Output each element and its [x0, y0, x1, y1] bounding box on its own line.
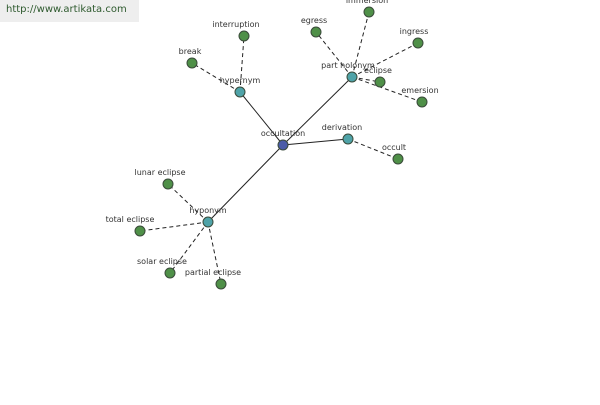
node-circle-hyponym[interactable]	[202, 216, 214, 228]
edge-occultation-to-part-holonym	[282, 76, 353, 146]
edge-occultation-to-hypernym	[239, 91, 284, 146]
node-derivation[interactable]: derivation	[322, 123, 362, 145]
node-circle-ingress[interactable]	[412, 37, 424, 49]
node-circle-derivation[interactable]	[342, 133, 354, 145]
node-label-solar-eclipse: solar eclipse	[137, 257, 187, 266]
node-immersion[interactable]: immersion	[346, 0, 388, 18]
node-circle-immersion[interactable]	[363, 6, 375, 18]
edge-hypernym-to-interruption	[239, 35, 245, 93]
node-circle-solar-eclipse[interactable]	[164, 267, 176, 279]
edge-hyponym-to-lunar-eclipse	[167, 183, 209, 223]
node-circle-egress[interactable]	[310, 26, 322, 38]
edge-part-holonym-to-emersion	[351, 76, 423, 103]
node-circle-interruption[interactable]	[238, 30, 250, 42]
node-total-eclipse[interactable]: total eclipse	[106, 215, 155, 237]
edge-hyponym-to-total-eclipse	[139, 221, 209, 232]
node-circle-partial-eclipse[interactable]	[215, 278, 227, 290]
edge-occultation-to-derivation	[282, 138, 349, 146]
node-circle-lunar-eclipse[interactable]	[162, 178, 174, 190]
node-eclipse[interactable]: eclipse	[364, 66, 392, 88]
node-interruption[interactable]: interruption	[212, 20, 260, 42]
node-part-holonym[interactable]: part holonym	[321, 61, 375, 83]
node-label-ingress: ingress	[400, 27, 429, 36]
node-label-break: break	[179, 47, 202, 56]
node-label-part-holonym: part holonym	[321, 61, 375, 70]
node-emersion[interactable]: emersion	[401, 86, 439, 108]
source-link[interactable]: http://www.artikata.com	[0, 0, 139, 22]
node-label-derivation: derivation	[322, 123, 362, 132]
node-circle-break[interactable]	[186, 57, 198, 69]
node-partial-eclipse[interactable]: partial eclipse	[185, 268, 241, 290]
node-label-hypernym: hypernym	[220, 76, 261, 85]
node-circle-hypernym[interactable]	[234, 86, 246, 98]
node-circle-occult[interactable]	[392, 153, 404, 165]
node-occultation[interactable]: occultation	[261, 129, 305, 151]
node-label-occultation: occultation	[261, 129, 305, 138]
node-lunar-eclipse[interactable]: lunar eclipse	[134, 168, 186, 190]
node-label-emersion: emersion	[401, 86, 438, 95]
edge-occultation-to-hyponym	[207, 144, 284, 223]
node-egress[interactable]: egress	[301, 16, 327, 38]
node-hyponym[interactable]: hyponym	[189, 206, 227, 228]
node-occult[interactable]: occult	[382, 143, 406, 165]
node-label-hyponym: hyponym	[189, 206, 227, 215]
node-label-partial-eclipse: partial eclipse	[185, 268, 241, 277]
node-label-total-eclipse: total eclipse	[106, 215, 155, 224]
node-ingress[interactable]: ingress	[400, 27, 429, 49]
node-label-egress: egress	[301, 16, 327, 25]
edge-part-holonym-to-ingress	[351, 42, 419, 78]
node-circle-total-eclipse[interactable]	[134, 225, 146, 237]
node-hypernym[interactable]: hypernym	[220, 76, 261, 98]
edge-part-holonym-to-egress	[315, 31, 353, 78]
node-label-eclipse: eclipse	[364, 66, 392, 75]
node-solar-eclipse[interactable]: solar eclipse	[137, 257, 187, 279]
node-label-interruption: interruption	[212, 20, 259, 29]
node-circle-occultation[interactable]	[277, 139, 289, 151]
node-label-lunar-eclipse: lunar eclipse	[134, 168, 185, 177]
graph-nodes: occultation hypernym part holonym derivatio…	[106, 0, 439, 290]
edge-hyponym-to-partial-eclipse	[207, 221, 222, 285]
graph-edges	[139, 11, 423, 285]
node-break[interactable]: break	[179, 47, 202, 69]
edge-derivation-to-occult	[347, 138, 399, 160]
node-circle-eclipse[interactable]	[374, 76, 386, 88]
edge-hyponym-to-solar-eclipse	[169, 221, 209, 274]
node-label-occult: occult	[382, 143, 406, 152]
node-circle-emersion[interactable]	[416, 96, 428, 108]
edge-hypernym-to-break	[191, 62, 241, 93]
node-circle-part-holonym[interactable]	[346, 71, 358, 83]
node-label-immersion: immersion	[346, 0, 388, 5]
